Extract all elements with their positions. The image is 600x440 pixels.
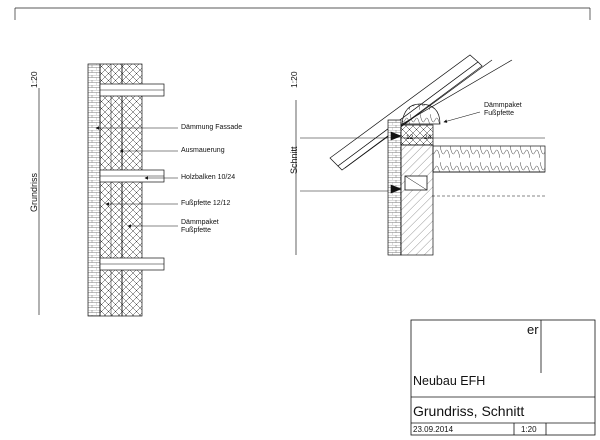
facade-insulation-layer <box>121 63 143 317</box>
floor-plan-leaders <box>95 126 178 228</box>
project-name: Neubau EFH <box>413 374 486 388</box>
title-block-top-text: er <box>527 322 539 337</box>
title-block-frame <box>410 319 596 436</box>
drawing-scale: 1:20 <box>521 425 537 434</box>
section-view-label: Schnitt <box>289 146 299 174</box>
callout-insulation-package: Dämmpaket Fußpfette <box>181 219 219 234</box>
section-dim-right: 24 <box>424 134 432 141</box>
section-dim-left: 12 <box>406 134 414 141</box>
callout-timber-beam: Holzbalken 10/24 <box>181 174 236 181</box>
insulation-package <box>401 103 441 125</box>
floor-insulation <box>432 145 546 173</box>
floor-plan-scale-label: 1:20 <box>29 71 39 88</box>
masonry-layer <box>87 63 101 317</box>
section-wall <box>400 144 434 256</box>
sheet-border <box>14 7 591 20</box>
drawing-title: Grundriss, Schnitt <box>413 403 525 419</box>
section-callout-insulation-package: Dämmpaket Fußpfette <box>484 102 522 117</box>
callout-facade-insulation: Dämmung Fassade <box>181 124 243 131</box>
floor-plan-view-label: Grundriss <box>29 172 39 212</box>
callout-purlin: Fußpfette 12/12 <box>181 200 231 207</box>
floor-plan-view <box>38 63 178 317</box>
drawing-date: 23.09.2014 <box>413 425 454 434</box>
section-plate-insulation <box>400 124 434 146</box>
callout-infill: Ausmauerung <box>181 147 225 154</box>
section-scale-label: 1:20 <box>289 71 299 88</box>
section-view <box>295 54 546 256</box>
section-markers <box>390 131 433 194</box>
section-leader <box>443 111 481 123</box>
